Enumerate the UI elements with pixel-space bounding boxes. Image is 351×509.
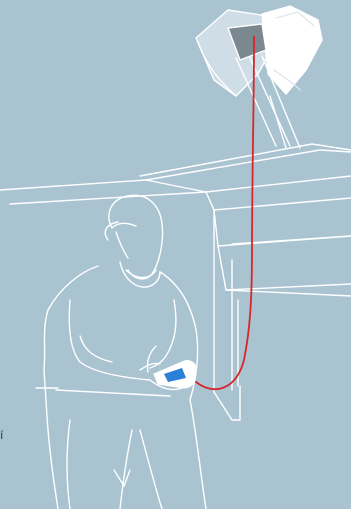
red-cable xyxy=(196,44,254,389)
handheld-device xyxy=(154,361,196,388)
ceiling-device xyxy=(196,6,322,148)
edge-text: í xyxy=(0,428,3,442)
technician-figure xyxy=(36,195,206,509)
